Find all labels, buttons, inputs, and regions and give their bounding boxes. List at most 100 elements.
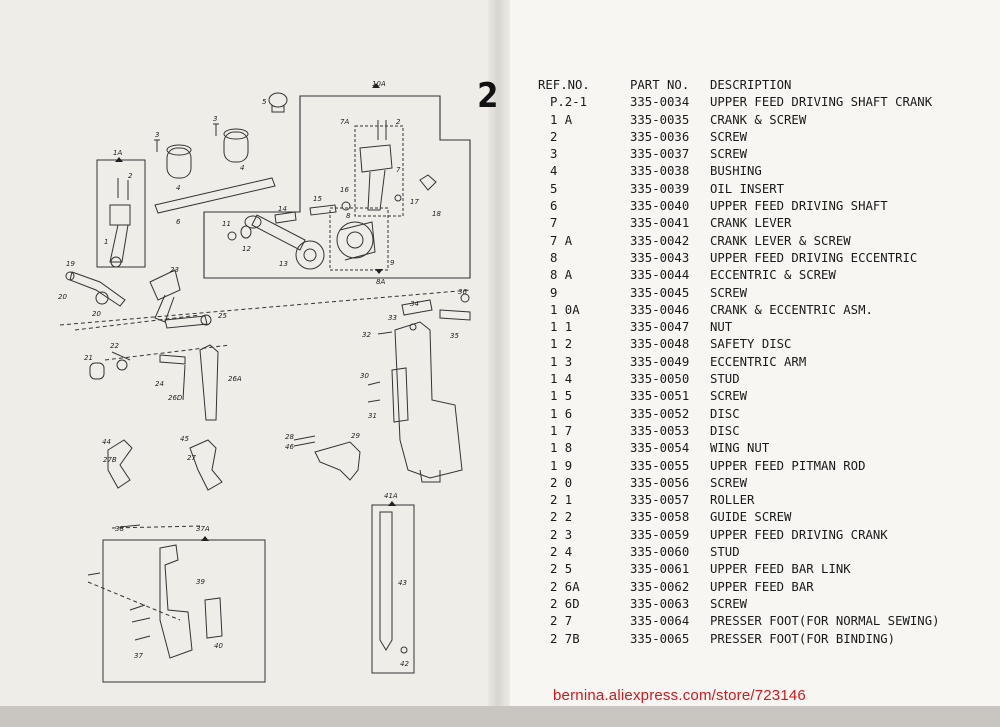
diagram-label-1: 1 bbox=[104, 238, 108, 246]
diagram-label-34: 34 bbox=[410, 300, 419, 308]
cell-ref-no: 2 bbox=[550, 129, 558, 144]
cell-ref-no: 1 4 bbox=[550, 372, 573, 387]
diagram-label-21: 21 bbox=[84, 354, 93, 362]
diagram-label-40: 40 bbox=[214, 642, 223, 650]
header-description: DESCRIPTION bbox=[710, 78, 792, 92]
cell-description: UPPER FEED DRIVING CRANK bbox=[710, 527, 888, 542]
cell-ref-no: 8 bbox=[550, 250, 558, 265]
cell-description: ECCENTRIC ARM bbox=[710, 354, 807, 369]
cell-part-no: 335-0047 bbox=[630, 320, 690, 335]
diagram-label-44: 44 bbox=[102, 438, 111, 446]
diagram-label-3a: 3 bbox=[155, 131, 159, 139]
cell-ref-no: 2 5 bbox=[550, 562, 573, 577]
cell-ref-no: 9 bbox=[550, 285, 558, 300]
diagram-label-15: 15 bbox=[313, 195, 322, 203]
diagram-label-37A: 37A bbox=[196, 525, 210, 533]
cell-part-no: 335-0034 bbox=[630, 95, 690, 110]
cell-ref-no: 2 2 bbox=[550, 510, 573, 525]
diagram-label-18: 18 bbox=[432, 210, 441, 218]
cell-description: UPPER FEED BAR LINK bbox=[710, 562, 851, 577]
diagram-label-46: 46 bbox=[285, 443, 294, 451]
diagram-label-2b: 2 bbox=[128, 172, 133, 180]
diagram-label-8: 8 bbox=[346, 212, 351, 220]
diagram-label-13: 13 bbox=[279, 260, 288, 268]
diagram-label-32: 32 bbox=[362, 331, 371, 339]
diagram-label-26D: 26D bbox=[168, 394, 183, 402]
cell-ref-no: 2 6A bbox=[550, 579, 580, 594]
cell-part-no: 335-0054 bbox=[630, 441, 690, 456]
cell-ref-no: 1 6 bbox=[550, 406, 573, 421]
cell-description: BUSHING bbox=[710, 164, 762, 179]
cell-part-no: 335-0042 bbox=[630, 233, 690, 248]
diagram-label-38: 38 bbox=[115, 525, 124, 533]
diagram-label-4b: 4 bbox=[240, 164, 244, 172]
cell-ref-no: 2 3 bbox=[550, 527, 573, 542]
cell-part-no: 335-0065 bbox=[630, 631, 690, 646]
cell-description: UPPER FEED DRIVING ECCENTRIC bbox=[710, 250, 918, 265]
diagram-label-20a: 20 bbox=[58, 293, 67, 301]
diagram-label-45: 45 bbox=[180, 435, 189, 443]
cell-ref-no: 6 bbox=[550, 199, 558, 214]
cell-part-no: 335-0051 bbox=[630, 389, 690, 404]
book-spine bbox=[488, 0, 510, 727]
cell-part-no: 335-0038 bbox=[630, 164, 690, 179]
cell-description: DISC bbox=[710, 423, 740, 438]
diagram-label-42: 42 bbox=[400, 660, 409, 668]
cell-part-no: 335-0049 bbox=[630, 354, 690, 369]
cell-ref-no: 3 bbox=[550, 147, 558, 162]
cell-ref-no: 8 A bbox=[550, 268, 573, 283]
cell-ref-no: 5 bbox=[550, 181, 558, 196]
diagram-label-25: 25 bbox=[218, 312, 227, 320]
right-page bbox=[497, 0, 1000, 727]
cell-description: WING NUT bbox=[710, 441, 770, 456]
cell-ref-no: 1 8 bbox=[550, 441, 573, 456]
cell-ref-no: 4 bbox=[550, 164, 558, 179]
diagram-label-22: 22 bbox=[110, 342, 119, 350]
header-ref-no: REF.NO. bbox=[538, 78, 590, 92]
cell-part-no: 335-0061 bbox=[630, 562, 690, 577]
cell-part-no: 335-0058 bbox=[630, 510, 690, 525]
diagram-label-30: 30 bbox=[360, 372, 369, 380]
diagram-label-37: 37 bbox=[134, 652, 143, 660]
cell-part-no: 335-0036 bbox=[630, 129, 690, 144]
cell-description: UPPER FEED PITMAN ROD bbox=[710, 458, 866, 473]
cell-part-no: 335-0060 bbox=[630, 545, 690, 560]
diagram-label-28: 28 bbox=[285, 433, 294, 441]
cell-description: SCREW bbox=[710, 475, 748, 490]
cell-ref-no: 7 A bbox=[550, 233, 573, 248]
cell-ref-no: 2 0 bbox=[550, 475, 573, 490]
cell-ref-no: P.2-1 bbox=[550, 95, 588, 110]
diagram-label-23: 23 bbox=[170, 266, 179, 274]
diagram-label-29: 29 bbox=[351, 432, 360, 440]
diagram-label-27B: 27B bbox=[103, 456, 117, 464]
cell-ref-no: 1 2 bbox=[550, 337, 573, 352]
cell-part-no: 335-0045 bbox=[630, 285, 690, 300]
cell-ref-no: 1 9 bbox=[550, 458, 573, 473]
cell-description: ECCENTRIC & SCREW bbox=[710, 268, 836, 283]
cell-ref-no: 1 1 bbox=[550, 320, 573, 335]
cell-description: CRANK & ECCENTRIC ASM. bbox=[710, 302, 873, 317]
cell-description: NUT bbox=[710, 320, 733, 335]
cell-part-no: 335-0050 bbox=[630, 372, 690, 387]
cell-description: DISC bbox=[710, 406, 740, 421]
cell-ref-no: 2 6D bbox=[550, 596, 580, 611]
cell-description: GUIDE SCREW bbox=[710, 510, 792, 525]
diagram-label-35: 35 bbox=[450, 332, 459, 340]
store-watermark: bernina.aliexpress.com/store/723146 bbox=[553, 687, 806, 704]
cell-part-no: 335-0035 bbox=[630, 112, 690, 127]
cell-part-no: 335-0046 bbox=[630, 302, 690, 317]
cell-ref-no: 1 A bbox=[550, 112, 573, 127]
cell-description: UPPER FEED DRIVING SHAFT CRANK bbox=[710, 95, 933, 110]
cell-part-no: 335-0043 bbox=[630, 250, 690, 265]
diagram-label-1A: 1A bbox=[113, 149, 122, 157]
diagram-label-3b: 3 bbox=[213, 115, 217, 123]
cell-part-no: 335-0064 bbox=[630, 614, 690, 629]
cell-ref-no: 2 1 bbox=[550, 493, 573, 508]
diagram-label-31: 31 bbox=[368, 412, 377, 420]
cell-description: SCREW bbox=[710, 147, 748, 162]
cell-description: SCREW bbox=[710, 285, 748, 300]
cell-description: CRANK LEVER & SCREW bbox=[710, 233, 851, 248]
exploded-parts-diagram: 10A 5 2 2 3 3 4 4 1A 7A 7 6 17 18 16 15 … bbox=[58, 80, 471, 683]
cell-part-no: 335-0048 bbox=[630, 337, 690, 352]
